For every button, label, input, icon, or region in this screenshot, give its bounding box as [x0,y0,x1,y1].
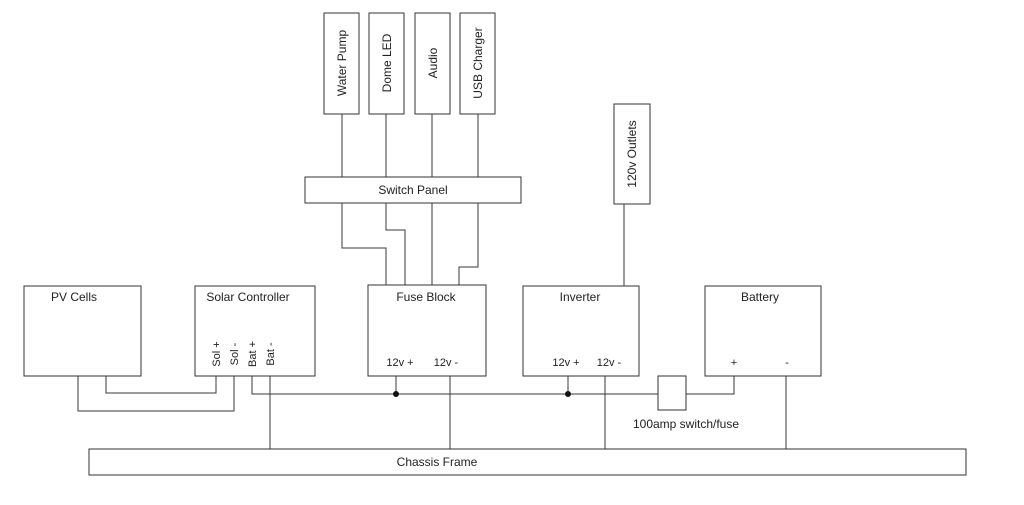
switch-fuse-label: 100amp switch/fuse [633,417,739,431]
junction-fuse [393,391,399,397]
solar-controller: Solar Controller Sol + Sol - Bat + Bat - [194,285,316,377]
outlets-label: 120v Outlets [625,120,639,187]
fuse-terminal-pos: 12v + [386,357,413,369]
terminal-bat-neg: Bat - [265,342,277,366]
fuse-block: Fuse Block 12v + 12v - [367,284,487,377]
load-audio: Audio [414,12,451,115]
load-usb-charger: USB Charger [459,12,496,115]
outlets-120v: 120v Outlets [613,103,651,205]
switch-panel-label: Switch Panel [378,183,447,197]
terminal-bat-pos: Bat + [247,341,259,367]
fuse-terminal-neg: 12v - [434,357,459,369]
inverter-terminal-pos: 12v + [552,357,579,369]
load-water-pump-label: Water Pump [335,30,349,97]
wire-pv-to-sol-neg [77,376,235,412]
wire-panel-to-fuse-2 [385,203,406,285]
pv-cells: PV Cells [23,285,142,377]
chassis-frame-label: Chassis Frame [397,455,478,469]
fuse-block-label: Fuse Block [396,290,456,304]
wire-panel-to-fuse-4 [458,203,479,285]
battery-label: Battery [741,290,779,304]
terminal-sol-pos: Sol + [211,341,223,366]
terminal-sol-neg: Sol - [229,342,241,365]
battery-terminal-neg: - [785,357,789,369]
load-audio-label: Audio [426,47,440,78]
load-usb-charger-label: USB Charger [471,27,485,98]
pv-cells-label: PV Cells [51,290,97,304]
battery-terminal-pos: + [731,357,737,369]
wire-positive-bus [251,376,658,395]
chassis-frame: Chassis Frame [88,448,967,476]
solar-controller-label: Solar Controller [206,290,289,304]
load-water-pump: Water Pump [323,12,360,115]
inverter-terminal-neg: 12v - [597,357,622,369]
wire-switch-to-battery-pos [686,376,735,395]
load-dome-led-label: Dome LED [380,33,394,92]
inverter: Inverter 12v + 12v - [522,285,640,377]
switch-fuse: 100amp switch/fuse [633,375,739,431]
switch-panel: Switch Panel [304,176,522,204]
wires [77,114,787,449]
junction-inverter [565,391,571,397]
wire-panel-to-fuse-1 [341,203,387,285]
wire-pv-to-sol-pos [105,376,217,394]
inverter-label: Inverter [560,290,601,304]
battery: Battery + - [704,285,822,377]
load-dome-led: Dome LED [368,12,405,115]
